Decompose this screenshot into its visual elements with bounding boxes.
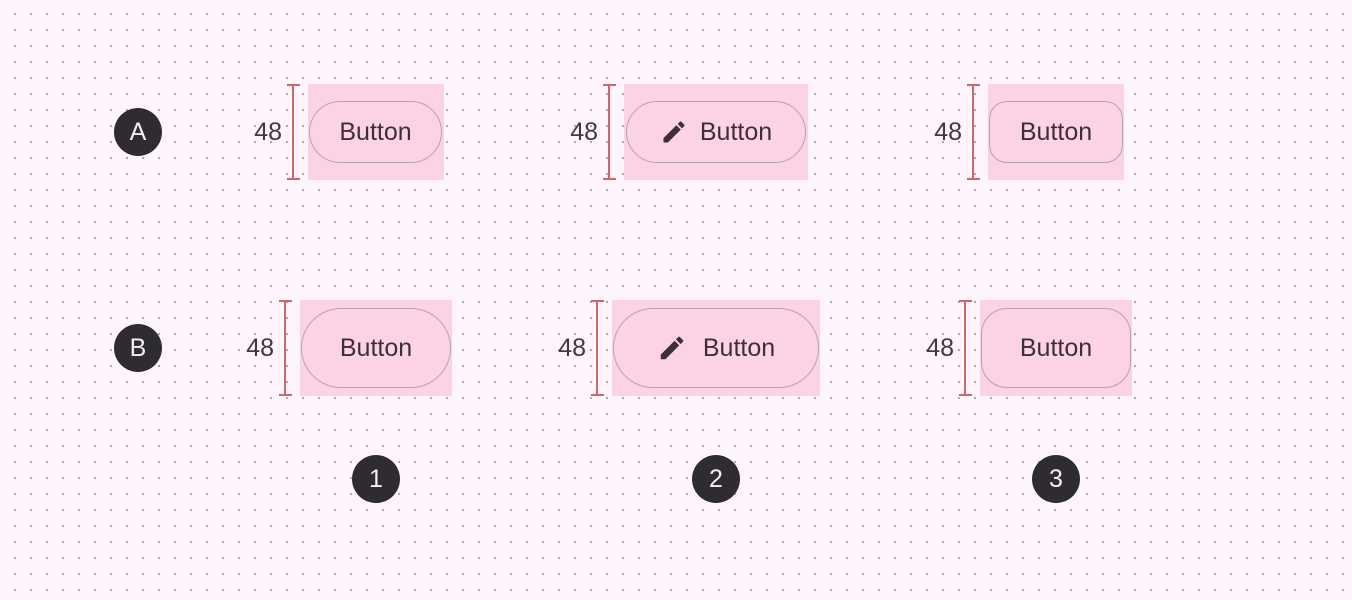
column-marker-3: 3: [1032, 455, 1080, 503]
height-label: 48: [926, 334, 954, 362]
height-dimension: [279, 300, 292, 396]
button-label: Button: [699, 117, 773, 146]
height-label: 48: [934, 118, 962, 146]
height-label: 48: [558, 334, 586, 362]
outlined-button-rounded[interactable]: Button: [981, 308, 1131, 388]
column-marker-1: 1: [352, 455, 400, 503]
button-label: Button: [339, 117, 412, 146]
row-marker-a: A: [114, 108, 162, 156]
height-label: 48: [570, 118, 598, 146]
height-label: 48: [254, 118, 282, 146]
touch-target-area: [988, 84, 1124, 180]
outlined-icon-button[interactable]: Button: [613, 308, 819, 388]
height-dimension: [591, 300, 604, 396]
pencil-icon: [660, 118, 688, 146]
pencil-icon: [657, 333, 687, 363]
row-marker-b: B: [114, 324, 162, 372]
column-marker-2: 2: [692, 455, 740, 503]
button-label: Button: [702, 333, 776, 362]
outlined-button[interactable]: Button: [301, 308, 451, 388]
button-label: Button: [1019, 333, 1093, 362]
button-label: Button: [1019, 117, 1093, 146]
button-label: Button: [339, 333, 413, 362]
outlined-icon-button[interactable]: Button: [626, 101, 806, 163]
height-label: 48: [246, 334, 274, 362]
height-dimension: [603, 84, 616, 180]
outlined-button[interactable]: Button: [309, 101, 442, 163]
height-dimension: [287, 84, 300, 180]
height-dimension: [959, 300, 972, 396]
height-dimension: [967, 84, 980, 180]
outlined-button-rounded[interactable]: Button: [989, 101, 1123, 163]
